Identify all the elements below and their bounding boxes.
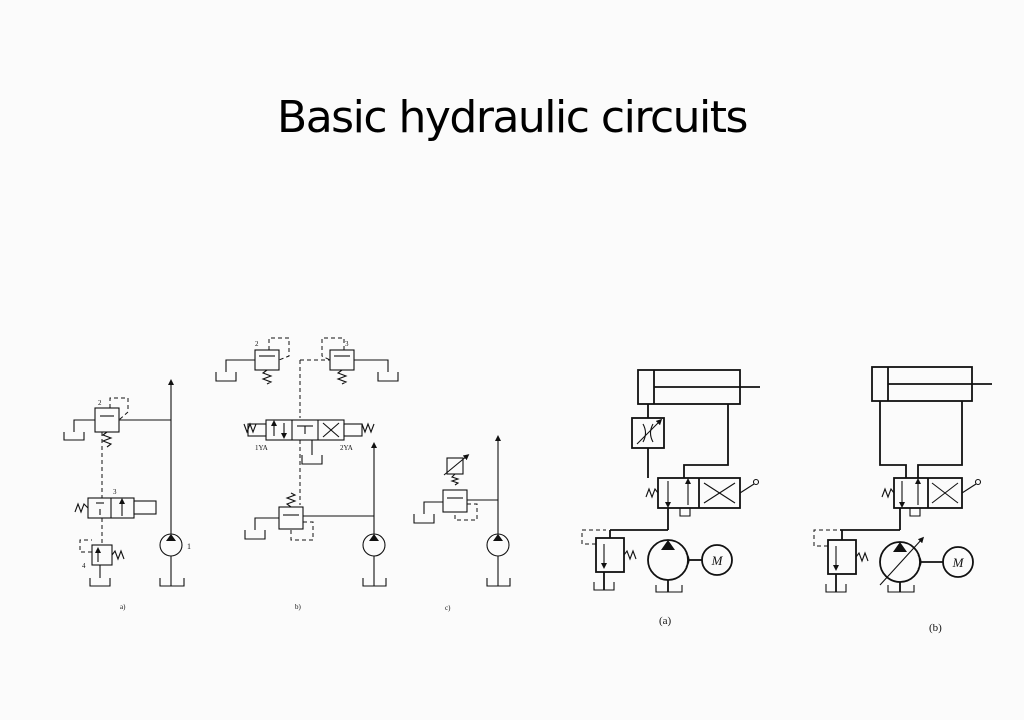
tank-symbol bbox=[593, 582, 615, 591]
variable-pump-symbol bbox=[879, 536, 925, 586]
tank-symbol bbox=[215, 372, 237, 382]
component-number: 2 bbox=[255, 340, 259, 348]
solenoid-label: 2YA bbox=[340, 444, 353, 452]
component-number: 4 bbox=[82, 562, 86, 570]
tank-symbol bbox=[413, 514, 435, 524]
hydraulic-cylinder bbox=[871, 366, 992, 402]
component-number: 2 bbox=[98, 399, 102, 407]
directional-valve-2pos bbox=[881, 477, 982, 509]
tank-symbol bbox=[159, 578, 185, 587]
circuit-right-b: M (b) bbox=[813, 366, 992, 634]
relief-valve bbox=[321, 337, 355, 385]
component-number: 3 bbox=[345, 340, 349, 348]
tank-symbol bbox=[362, 578, 387, 587]
circuit-c: c) bbox=[413, 435, 511, 612]
relief-valve bbox=[813, 529, 869, 575]
motor-label: M bbox=[952, 555, 965, 570]
panel-label: (a) bbox=[659, 615, 672, 627]
tank-symbol bbox=[825, 584, 847, 593]
relief-valve bbox=[94, 397, 129, 448]
panel-label: a) bbox=[120, 603, 126, 611]
directional-valve-3pos bbox=[243, 419, 375, 441]
relief-valve bbox=[581, 529, 637, 573]
slide-title: Basic hydraulic circuits bbox=[277, 92, 748, 143]
tank-symbol bbox=[301, 455, 323, 465]
pump-symbol bbox=[647, 539, 690, 581]
electric-motor: M bbox=[701, 544, 733, 576]
tank-symbol bbox=[89, 578, 111, 587]
circuit-b: 2 3 bbox=[215, 337, 399, 611]
electric-motor: M bbox=[942, 546, 974, 578]
pump-symbol bbox=[362, 533, 386, 557]
tank-symbol bbox=[63, 432, 85, 441]
tank-symbol bbox=[679, 508, 691, 517]
panel-label: c) bbox=[445, 604, 451, 612]
proportional-relief-valve bbox=[442, 454, 478, 521]
panel-label: b) bbox=[295, 603, 302, 611]
pump-symbol bbox=[486, 533, 510, 557]
component-number: 3 bbox=[113, 488, 117, 496]
relief-valve bbox=[79, 539, 125, 566]
relief-valve bbox=[278, 492, 314, 541]
throttle-valve bbox=[631, 417, 665, 449]
hydraulic-cylinder bbox=[637, 369, 760, 405]
tank-symbol bbox=[486, 578, 511, 587]
motor-label: M bbox=[711, 553, 724, 568]
tank-symbol bbox=[244, 530, 266, 540]
solenoid-label: 1YA bbox=[255, 444, 268, 452]
solenoid-valve bbox=[74, 497, 157, 519]
circuit-a: 1 2 bbox=[63, 379, 191, 611]
directional-valve-2pos bbox=[645, 477, 760, 509]
tank-symbol bbox=[887, 585, 915, 593]
tank-symbol bbox=[909, 508, 921, 517]
relief-valve bbox=[254, 337, 290, 385]
circuit-right-a: M (a) bbox=[581, 369, 760, 627]
tank-symbol bbox=[377, 372, 399, 382]
component-number: 1 bbox=[187, 542, 191, 551]
panel-label: (b) bbox=[929, 622, 942, 634]
pump-symbol bbox=[159, 533, 183, 557]
tank-symbol bbox=[655, 585, 683, 593]
